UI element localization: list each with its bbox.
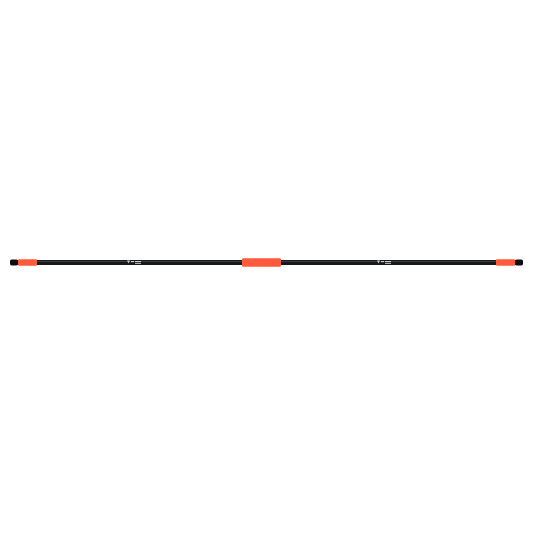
left-end-cap-icon: [10, 259, 18, 266]
right-accent-band: [496, 259, 515, 266]
left-accent-band: [18, 259, 37, 266]
right-logo-icon: [377, 260, 391, 264]
right-end-cap-icon: [515, 259, 523, 266]
left-logo-icon: [127, 260, 141, 264]
center-grip-icon: [242, 258, 281, 267]
